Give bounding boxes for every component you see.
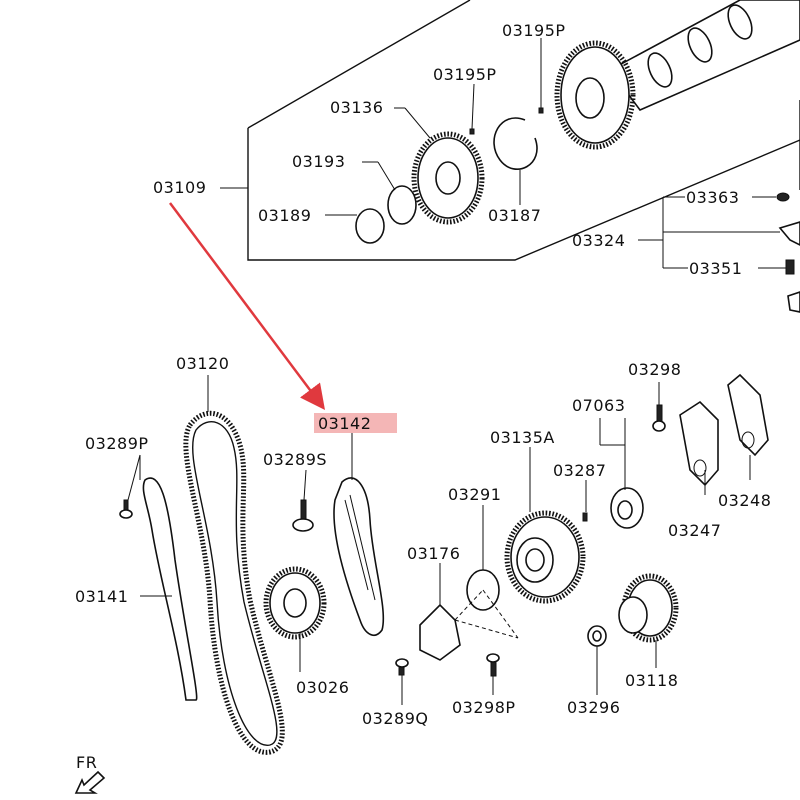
callout-03363: 03363 [686, 188, 739, 207]
callout-03109: 03109 [153, 178, 206, 197]
callout-03120: 03120 [176, 354, 229, 373]
ring-03189 [355, 208, 385, 244]
callout-03118: 03118 [625, 671, 678, 690]
callout-07063: 07063 [572, 396, 625, 415]
callout-03287: 03287 [553, 461, 606, 480]
callout-labels: 03195P 03195P 03136 03193 03109 03189 03… [75, 21, 771, 772]
sprocket-03118 [618, 573, 679, 643]
tensioner-lever-03142 [333, 477, 385, 636]
tensioner-03176 [419, 603, 461, 661]
leader-lines [127, 38, 786, 705]
crank-sprocket-03026 [263, 566, 327, 640]
callout-03298-top: 03298 [628, 360, 681, 379]
callout-03193: 03193 [292, 152, 345, 171]
ring-03193 [387, 185, 417, 225]
sprocket-03136 [411, 131, 485, 225]
callout-03291: 03291 [448, 485, 501, 504]
callout-03187: 03187 [488, 206, 541, 225]
pin-03195P-top [538, 107, 544, 114]
callout-03298P: 03298P [452, 698, 516, 717]
hub-07063 [610, 487, 644, 529]
pin-03287 [582, 512, 588, 522]
callout-03026: 03026 [296, 678, 349, 697]
sprocket-03135A [504, 510, 586, 604]
bolt-03289P [119, 499, 133, 519]
front-direction-arrow [74, 770, 106, 794]
pin-03195P-mid [469, 128, 475, 135]
callout-03289S: 03289S [263, 450, 327, 469]
bolt-03298 [652, 404, 666, 432]
callout-03136: 03136 [330, 98, 383, 117]
bolt-03298P [486, 653, 500, 677]
callout-03324: 03324 [572, 231, 625, 250]
bolt-03351 [785, 259, 795, 275]
callout-03135A: 03135A [490, 428, 555, 447]
cover-03248 [727, 373, 769, 457]
callout-03195P-top: 03195P [502, 21, 566, 40]
bolt-extra [787, 291, 800, 313]
bolt-03289S [292, 499, 314, 532]
bracket-03324 [778, 221, 800, 246]
callout-03195P-mid: 03195P [433, 65, 497, 84]
callout-03296: 03296 [567, 698, 620, 717]
callout-03247: 03247 [668, 521, 721, 540]
callout-03189: 03189 [258, 206, 311, 225]
nut-03363 [776, 192, 790, 202]
alignment-dash-lines [454, 589, 519, 639]
gasket-03247 [679, 400, 719, 487]
callout-03289Q: 03289Q [362, 709, 429, 728]
chain-guide-03141 [142, 477, 198, 701]
subassembly-panel-outline [247, 0, 800, 261]
camshaft [554, 0, 800, 150]
bolt-03289Q [395, 658, 409, 676]
callout-03142: 03142 [318, 414, 371, 433]
callout-03248: 03248 [718, 491, 771, 510]
snap-ring-03187 [493, 117, 538, 170]
front-label: FR [76, 753, 97, 772]
callout-03351: 03351 [689, 259, 742, 278]
highlight-arrow [168, 202, 325, 411]
callout-03141: 03141 [75, 587, 128, 606]
callout-03289P: 03289P [85, 434, 149, 453]
highlight-box-03142 [314, 413, 397, 433]
nut-03296 [587, 625, 607, 647]
callout-03176: 03176 [407, 544, 460, 563]
